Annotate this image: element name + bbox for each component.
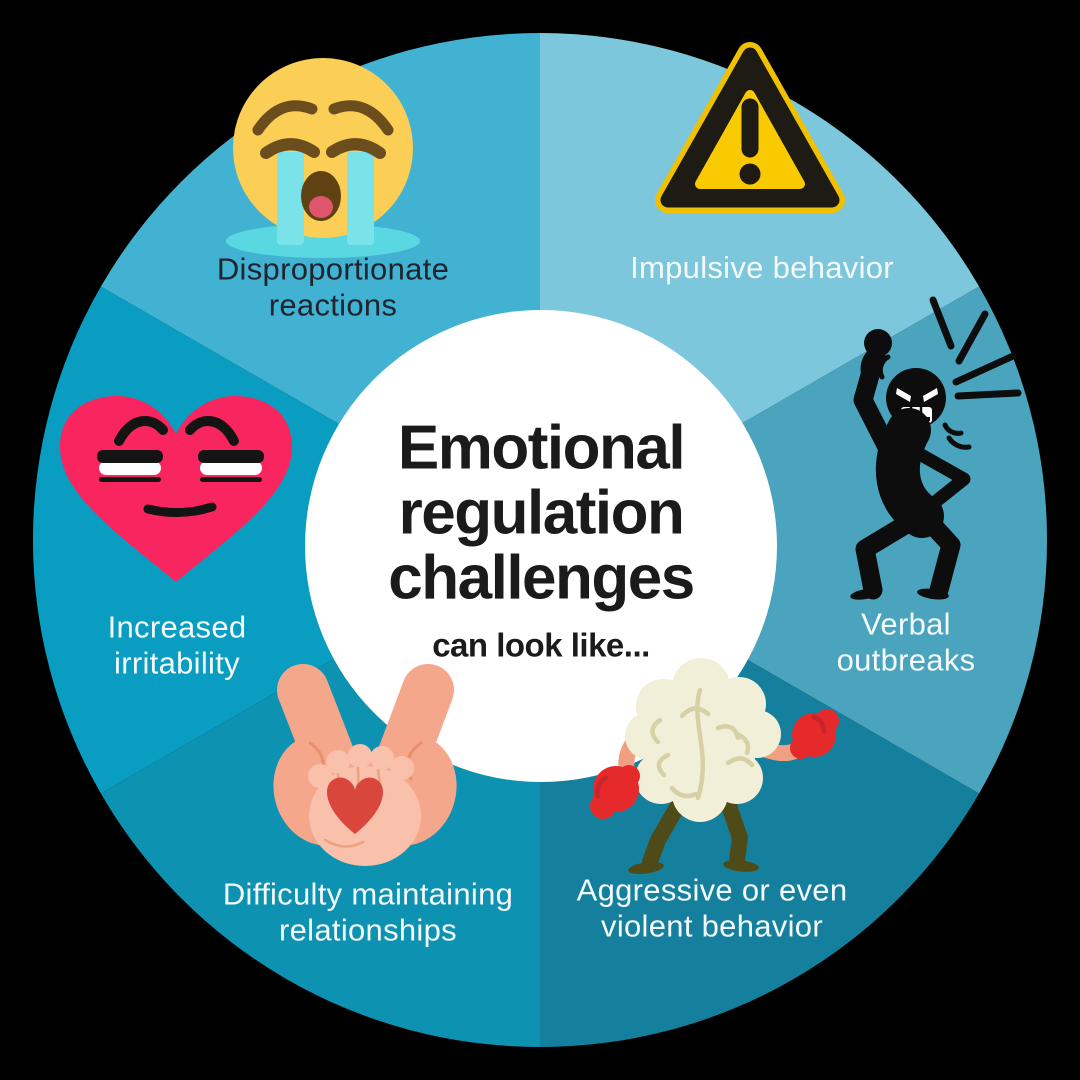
center-title-block: Emotional regulation challenges can look… xyxy=(388,413,695,664)
title-line-1: Emotional xyxy=(397,413,686,483)
held-heart xyxy=(327,777,383,834)
brain-boxer-icon xyxy=(590,658,839,874)
label-disproportionate-reactions: Disproportionate reactions xyxy=(216,251,450,323)
label-difficulty-maintaining-relationships: Difficulty maintaining relationships xyxy=(222,876,514,948)
warning-icon xyxy=(655,42,845,213)
label-increased-irritability: Increased irritability xyxy=(107,609,247,681)
crying-face-icon xyxy=(226,58,420,258)
hands-heart-icon xyxy=(273,664,457,866)
title-line-3: challenges xyxy=(388,543,695,613)
label-impulsive-behavior: Impulsive behavior xyxy=(630,249,894,285)
title-subtitle: can look like... xyxy=(432,626,650,664)
irritated-heart-icon xyxy=(60,396,292,582)
label-aggressive-violent-behavior: Aggressive or even violent behavior xyxy=(576,872,848,944)
center-circle xyxy=(305,310,777,782)
label-verbal-outbreaks: Verbal outbreaks xyxy=(836,606,976,678)
title-line-2: regulation xyxy=(398,478,685,548)
angry-person-icon xyxy=(850,296,1022,600)
